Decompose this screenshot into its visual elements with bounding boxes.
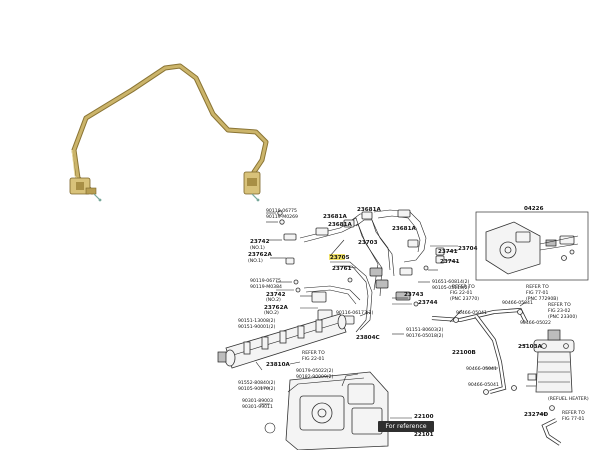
label-90179-05022: 90179-05022(2) (296, 368, 334, 374)
label-23103a: 23103A (518, 344, 542, 350)
label-90105-05110: 90105-05110(2) (432, 285, 470, 291)
label-refer-22b: REFER TO (302, 350, 325, 356)
fuel-hoses (431, 307, 528, 395)
label-refer-23: REFER TO (548, 302, 571, 308)
label-90119-06775: 90119-06775 (266, 208, 297, 214)
label-90105-90170: 90105-90170(2) (238, 386, 276, 392)
o-ring (264, 422, 276, 434)
label-fig-22-01: FIG 22-01 (450, 290, 472, 296)
label-23681a-4: 23681A (392, 226, 416, 232)
label-90466-05022: 90466-05022 (520, 320, 551, 326)
label-23703: 23703 (358, 240, 378, 246)
label-90466-05041d: 90466-05041 (468, 382, 499, 388)
label-refuel-heater: (REFUEL HEATER) (548, 396, 589, 402)
label-90119-m0269: 90119-M0269 (266, 214, 298, 220)
label-23743: 23743 (404, 292, 424, 298)
common-rail (217, 313, 347, 369)
label-23681a-3: 23681A (328, 222, 352, 228)
label-23810a: 23810A (266, 362, 290, 368)
label-23742-2: 23742 (266, 292, 286, 298)
label-23704: 23704 (458, 246, 478, 252)
label-90176-05018: 90176-05018(2) (406, 333, 444, 339)
label-fig-77-01: FIG 77-01 (526, 290, 548, 296)
label-90151-90001: 90151-90001(2) (238, 324, 276, 330)
label-91651-60814: 91651-60814(2) (432, 279, 470, 285)
left-pipe-fitting (69, 177, 102, 202)
label-23762a-1-note: (NO.1) (248, 258, 263, 264)
label-23705: 23705 (330, 255, 350, 261)
label-fig-23-02: FIG 23-02 (548, 308, 570, 314)
label-23762a-2: 23762A (264, 305, 288, 311)
label-90151-13008: 90151-13008(2) (238, 318, 276, 324)
right-pipe-fitting (243, 171, 261, 202)
highlight-23705 (329, 254, 345, 260)
pipe-clamps (277, 209, 445, 325)
label-23804c: 23804C (356, 335, 380, 341)
label-23741-1: 23741 (438, 249, 458, 255)
label-23742-2-note: (NO.2) (266, 297, 281, 303)
label-pnc-23300: (PNC 23300) (548, 314, 577, 320)
label-refer-77b: REFER TO (562, 410, 585, 416)
supply-pump (285, 371, 389, 450)
label-90466-05041c: 90466-05041 (466, 366, 497, 372)
fuel-filter (527, 329, 575, 393)
label-91552-80840: 91552-80840(2) (238, 380, 276, 386)
label-fig-22-01b: FIG 22-01 (302, 356, 324, 362)
label-23762a-1: 23762A (248, 252, 272, 258)
label-refer-77: REFER TO (526, 284, 549, 290)
label-90301-89003: 90301-89003 (242, 398, 273, 404)
label-91151-80603: 91151-80603(2) (406, 327, 444, 333)
label-22100b: 22100B (452, 350, 476, 356)
pump-detail-inset (475, 211, 589, 281)
label-22101: 22101 (414, 432, 434, 438)
label-22100: 22100 (414, 414, 434, 420)
part-labels: 90119-06775 90119-M0269 23681A 23681A 23… (238, 206, 589, 438)
label-pnc-23770: (PNC 23770) (450, 296, 479, 302)
label-pnc-77290: (PNC 77290B) (526, 296, 558, 302)
label-23681a-1: 23681A (323, 214, 347, 220)
label-23742-1: 23742 (250, 239, 270, 245)
heater-hose (541, 405, 562, 446)
label-23681a-2: 23681A (357, 207, 381, 213)
label-23744: 23744 (418, 300, 438, 306)
pipe-body (72, 64, 268, 194)
label-refer-22: REFER TO (452, 284, 475, 290)
label-fig-77-01b: FIG 77-01 (562, 416, 584, 422)
label-23742-1-note: (NO.1) (250, 245, 265, 251)
label-90182-90009: 90182-90009(2) (296, 374, 334, 380)
label-23741-2: 23741 (440, 259, 460, 265)
label-23761: 23761 (332, 266, 352, 272)
label-90466-05041a: 90466-05041 (502, 300, 533, 306)
label-23762a-2-note: (NO.2) (264, 310, 279, 316)
label-90116-06173: 90116-06173(2) (336, 310, 374, 316)
label-90119-m0384: 90119-M0384 (250, 284, 282, 290)
label-23274d: 23274D (524, 412, 548, 418)
label-90119-06775b: 90119-06775 (250, 278, 281, 284)
label-04226: 04226 (524, 206, 544, 212)
reference-only-badge: For reference only (378, 421, 434, 441)
label-90466-05041b: 90466-05041 (456, 310, 487, 316)
label-90301-99011: 90301-99011 (242, 404, 273, 410)
